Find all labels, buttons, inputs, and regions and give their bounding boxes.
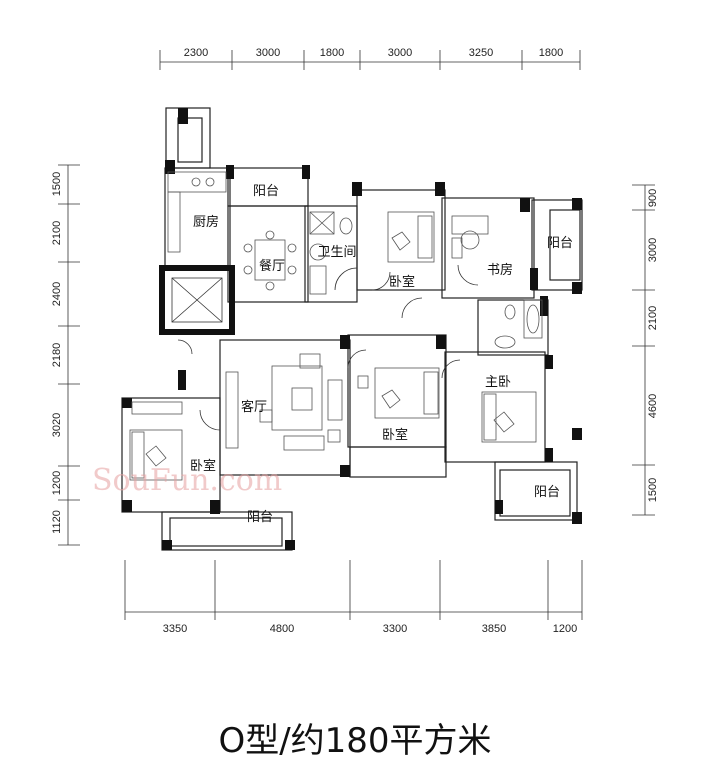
room-bedroom-north: 卧室 [389, 274, 415, 290]
dim-top-4: 3000 [388, 47, 412, 59]
dim-left-2: 2100 [51, 221, 63, 245]
wall-posts [122, 108, 582, 550]
room-balcony-south: 阳台 [247, 510, 273, 525]
doors [177, 264, 479, 431]
dim-left-3: 2400 [51, 282, 63, 306]
dim-bottom-5: 1200 [553, 623, 577, 635]
room-balcony-east: 阳台 [547, 236, 573, 251]
dim-top-6: 1800 [539, 47, 563, 59]
dim-bottom-4: 3850 [482, 623, 506, 635]
dim-top-5: 3250 [469, 47, 493, 59]
dim-bottom-3: 3300 [383, 623, 407, 635]
room-master-bedroom: 主卧 [485, 375, 511, 390]
dim-right-2: 3000 [647, 238, 659, 262]
dim-bottom-1: 3350 [163, 623, 187, 635]
dim-left-4: 2180 [51, 343, 63, 367]
furniture [129, 171, 543, 481]
walls [121, 107, 583, 551]
room-bathroom: 卫生间 [317, 245, 356, 260]
plan-caption: O型/约180平方米 [218, 721, 491, 761]
room-bedroom-center: 卧室 [382, 427, 408, 443]
room-balcony-north: 阳台 [253, 184, 279, 199]
dimension-lines [58, 50, 655, 620]
watermark: SouFun.com [92, 463, 282, 498]
dim-left-5: 3020 [51, 413, 63, 437]
room-kitchen: 厨房 [193, 214, 219, 230]
dim-left-7: 1120 [51, 510, 63, 534]
room-dining: 餐厅 [259, 258, 285, 274]
dim-right-5: 1500 [647, 478, 659, 502]
dim-top-3: 1800 [320, 47, 344, 59]
dim-left-1: 1500 [51, 172, 63, 196]
dim-top-2: 3000 [256, 47, 280, 59]
dim-bottom-2: 4800 [270, 623, 294, 635]
room-balcony-southeast: 阳台 [534, 485, 560, 500]
dim-right-1: 900 [647, 189, 659, 207]
dim-right-3: 2100 [647, 306, 659, 330]
room-living: 客厅 [241, 399, 267, 415]
dim-top-1: 2300 [184, 47, 208, 59]
room-study: 书房 [487, 262, 513, 278]
dim-right-4: 4600 [647, 394, 659, 418]
room-bedroom-west: 卧室 [190, 458, 216, 474]
dim-left-6: 1200 [51, 471, 63, 495]
